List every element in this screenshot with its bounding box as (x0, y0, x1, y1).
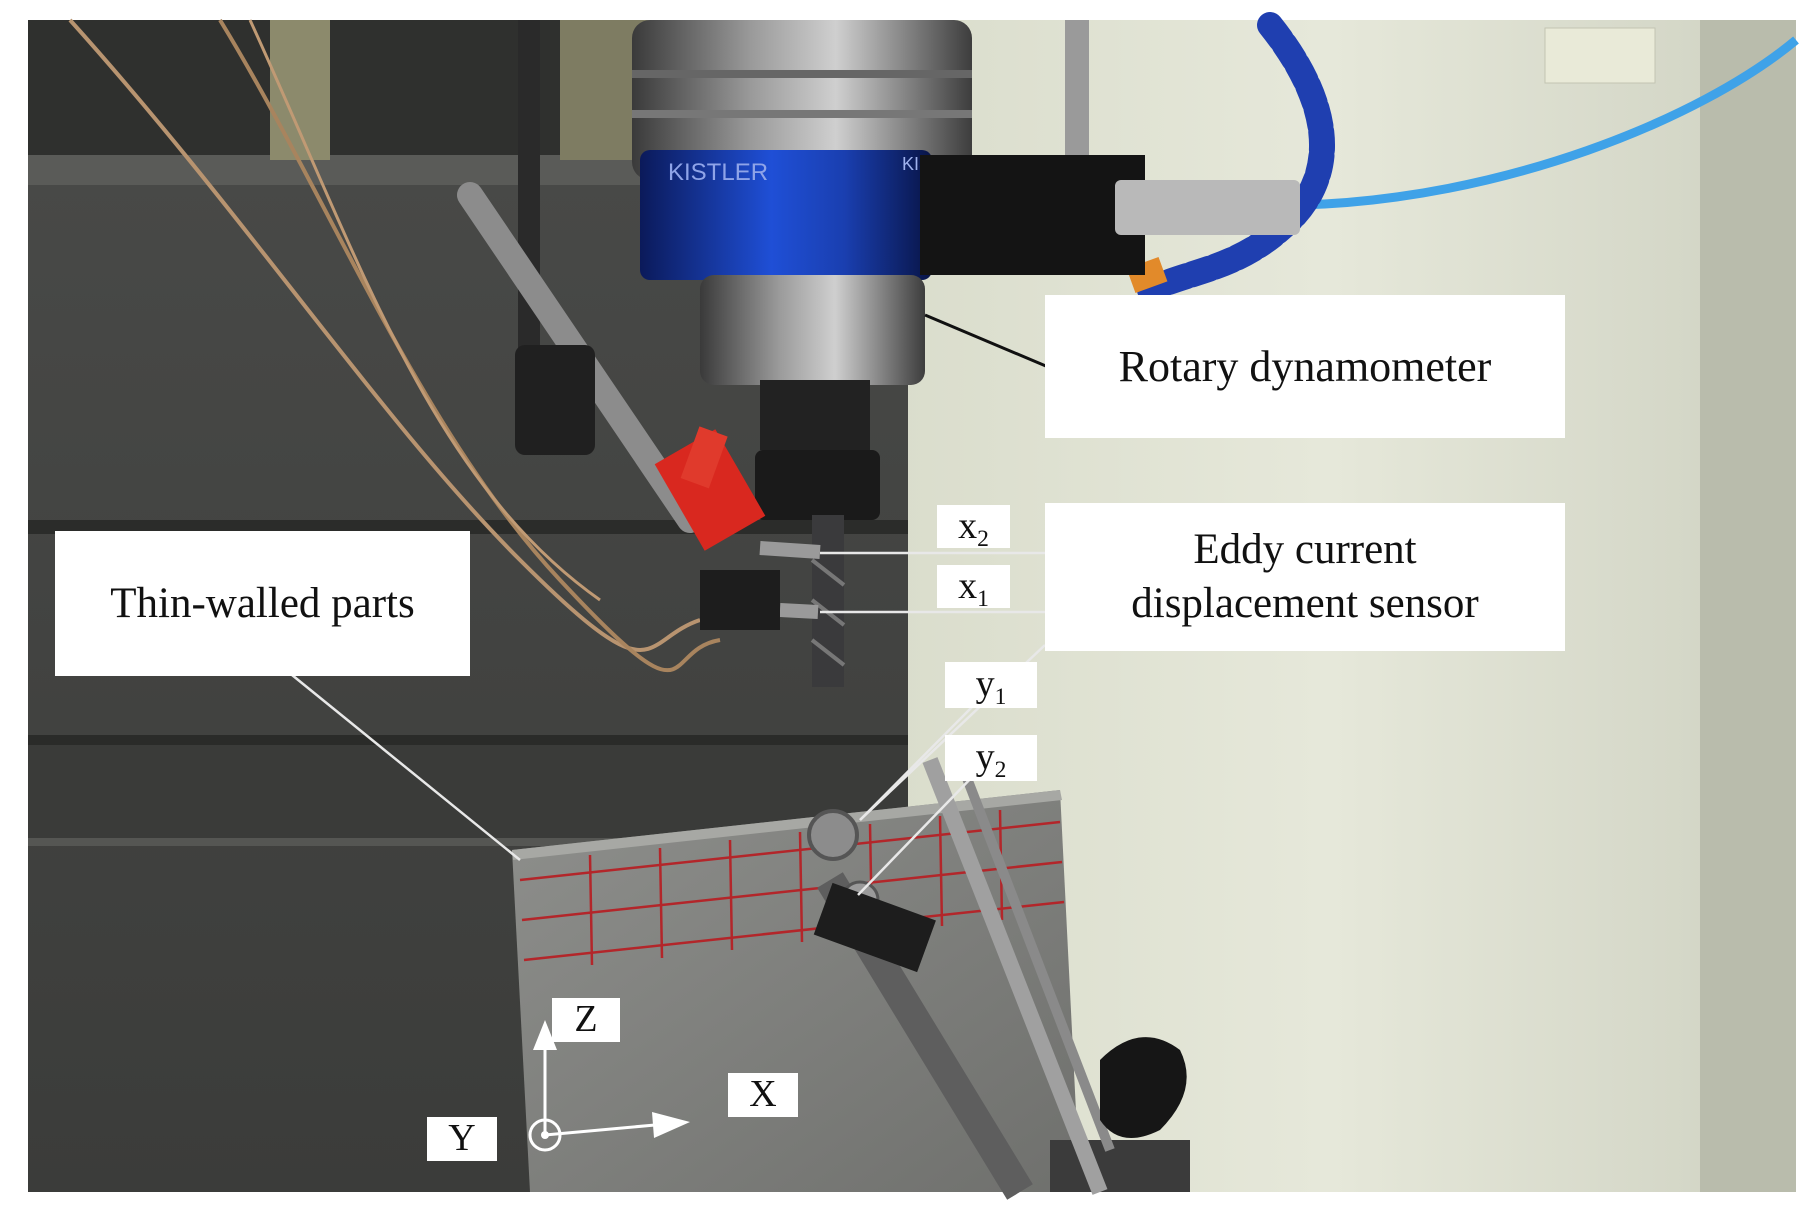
red-clamp (654, 429, 766, 551)
y2-text: y2 (975, 736, 1007, 784)
leader-y2 (857, 773, 976, 896)
x1-text: x1 (958, 564, 989, 612)
clamp-knob (1100, 1037, 1187, 1138)
x2-label: x2 (937, 504, 1010, 552)
y1-label: y1 (945, 662, 1037, 711)
thin-walled-parts-label: Thin-walled parts (55, 531, 470, 676)
wall-edge-shadow (1700, 20, 1796, 1192)
leader-thin-walled (291, 674, 521, 861)
cable-2 (218, 18, 721, 673)
collet (755, 450, 880, 520)
y-axis-marker (528, 1118, 562, 1152)
magnetic-base (515, 345, 595, 455)
x-axis-text: X (749, 1073, 777, 1116)
x-axis-label: X (728, 1073, 798, 1117)
eddy-label-line-1: Eddy current (1193, 526, 1417, 574)
spindle-top (632, 20, 972, 180)
rotary-dynamometer-text: Rotary dynamometer (1118, 342, 1492, 391)
rotary-dynamometer-label: Rotary dynamometer (1045, 295, 1565, 438)
cable-1 (68, 18, 701, 652)
x-axis-line (544, 1123, 656, 1137)
vise-base (1050, 1140, 1190, 1192)
blue-hose (1299, 36, 1799, 210)
sensor-x1-probe (779, 603, 819, 619)
z-axis-label: Z (552, 998, 620, 1042)
stator-connector (1115, 180, 1300, 235)
thin-walled-parts-text: Thin-walled parts (110, 579, 415, 627)
y-sensor-clamp (813, 882, 936, 973)
y-axis-dot (541, 1131, 549, 1139)
panel-slot-lower-edge2 (28, 838, 908, 846)
z-axis-text: Z (574, 998, 598, 1041)
cloth-strip (270, 20, 330, 160)
spindle-ring-1 (632, 70, 972, 78)
eddy-label-line-2: displacement sensor (1131, 580, 1479, 627)
y2-label: y2 (945, 735, 1037, 784)
sensor-block (700, 570, 780, 630)
y-sensor-rod-1 (922, 757, 1108, 1195)
dynamometer-stator (920, 155, 1145, 275)
leader-lines (291, 551, 1046, 896)
x1-label: x1 (937, 564, 1010, 612)
sensor-x2-probe (759, 541, 821, 559)
brand-text-left: KISTLER (668, 159, 768, 186)
x-axis-arrowhead (652, 1112, 690, 1138)
y-axis-label: Y (427, 1117, 497, 1161)
vertical-rod-right (1065, 20, 1089, 160)
x2-text: x2 (958, 504, 989, 552)
y-sensor-head-1 (807, 809, 859, 861)
panel-slot-lower-edge (28, 735, 908, 745)
workpiece (512, 790, 1080, 1192)
cable-3 (248, 19, 601, 602)
dynamometer-blue-body (640, 150, 932, 280)
wall-sign (1544, 27, 1656, 84)
y-axis-text: Y (448, 1117, 476, 1160)
workpiece-top-edge (512, 790, 1062, 860)
eddy-current-sensor-label: Eddy current displacement sensor (1045, 503, 1565, 651)
y1-text: y1 (975, 663, 1007, 711)
leader-rotary (924, 313, 1061, 374)
red-clamp-top (680, 426, 728, 489)
coordinate-axes (528, 1020, 690, 1152)
spindle-ring-2 (632, 110, 972, 118)
spindle-lower-ring (700, 275, 925, 385)
y-sensor-rod-2 (955, 758, 1115, 1152)
z-axis-arrowhead (533, 1020, 557, 1050)
tool-holder-nut (760, 380, 870, 450)
